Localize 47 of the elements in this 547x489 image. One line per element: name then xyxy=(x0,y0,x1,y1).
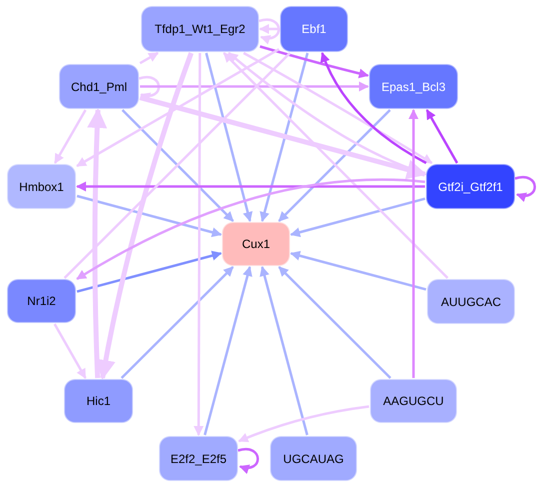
arrow xyxy=(140,82,369,92)
arrow xyxy=(194,53,204,436)
arrow xyxy=(320,52,427,164)
arrow xyxy=(222,52,449,279)
gene-node: Gtf2i_Gtf2f1 xyxy=(426,164,515,209)
gene-node: Chd1_Pml xyxy=(59,64,139,109)
gene-node: Hic1 xyxy=(64,379,133,423)
gene-node: Hmbox1 xyxy=(7,164,76,209)
gene-node: Nr1i2 xyxy=(7,279,76,323)
arrow xyxy=(120,266,234,379)
arrow xyxy=(238,405,370,442)
arrow xyxy=(260,266,308,436)
arrow xyxy=(54,109,87,164)
arrow xyxy=(260,45,369,78)
arrow xyxy=(122,109,234,222)
arrow xyxy=(76,250,222,293)
arrow xyxy=(76,48,280,168)
gene-node: Epas1_Bcl3 xyxy=(369,64,458,109)
gene-node: Ebf1 xyxy=(280,6,348,52)
arrow xyxy=(260,52,309,222)
arrow xyxy=(76,178,426,280)
gene-node: AUUGCAC xyxy=(427,279,515,324)
arrow xyxy=(76,182,425,192)
arrow xyxy=(76,194,222,238)
arrow xyxy=(54,323,86,379)
arrow xyxy=(205,52,253,222)
arrow xyxy=(139,52,159,64)
arrow xyxy=(139,95,427,180)
arrow xyxy=(243,52,433,164)
arrow xyxy=(238,448,259,474)
gene-node: Tfdp1_Wt1_Egr2 xyxy=(141,6,259,52)
arrow xyxy=(87,108,108,378)
arrow xyxy=(408,109,418,378)
arrow xyxy=(258,18,280,44)
gene-node: Cux1 xyxy=(222,222,290,266)
arrow xyxy=(426,109,458,164)
arrow xyxy=(514,176,536,202)
gene-node: E2f2_E2f5 xyxy=(159,436,238,481)
arrow xyxy=(290,250,426,291)
arrow xyxy=(259,24,279,34)
connector-line xyxy=(64,52,291,279)
gene-node: AAGUGCU xyxy=(370,379,457,423)
arrow xyxy=(278,109,391,222)
arrow xyxy=(278,266,392,379)
gene-node: UGCAUAG xyxy=(270,436,357,481)
arrow xyxy=(290,197,426,238)
arrow xyxy=(204,266,252,436)
